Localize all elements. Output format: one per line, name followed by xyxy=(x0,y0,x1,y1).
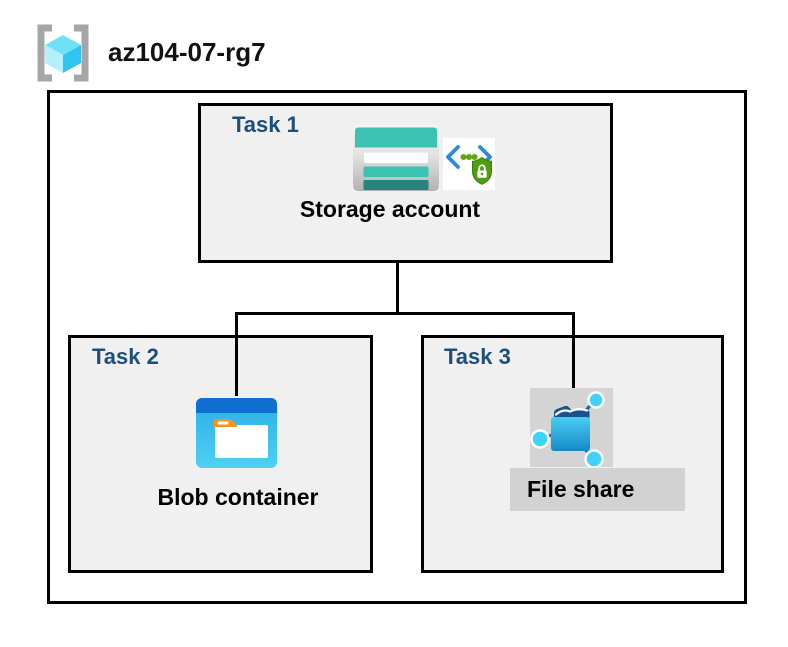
blob-container-label: Blob container xyxy=(157,484,319,510)
connector-task1-down xyxy=(396,261,399,315)
connector-to-task2 xyxy=(235,312,238,396)
connector-horizontal xyxy=(235,312,575,315)
task3-box: Task 3 File shar xyxy=(421,335,724,573)
file-share-icon xyxy=(530,391,605,469)
task1-box: Task 1 xyxy=(198,103,613,263)
storage-account-label: Storage account xyxy=(299,196,481,222)
task3-label: Task 3 xyxy=(444,344,511,369)
resource-group-icon xyxy=(32,24,94,82)
secure-endpoint-icon xyxy=(443,138,495,190)
file-share-label-highlight: File share xyxy=(510,468,685,511)
file-share-label: File share xyxy=(527,476,635,502)
storage-account-icon xyxy=(353,125,439,191)
file-share-icon-highlight xyxy=(530,388,613,469)
blob-container-icon xyxy=(196,398,277,468)
task2-box: Task 2 Blob container xyxy=(68,335,373,573)
resource-group-title: az104-07-rg7 xyxy=(108,37,266,67)
task2-label: Task 2 xyxy=(92,344,159,369)
task1-label: Task 1 xyxy=(232,112,299,137)
connector-to-task3 xyxy=(572,312,575,388)
